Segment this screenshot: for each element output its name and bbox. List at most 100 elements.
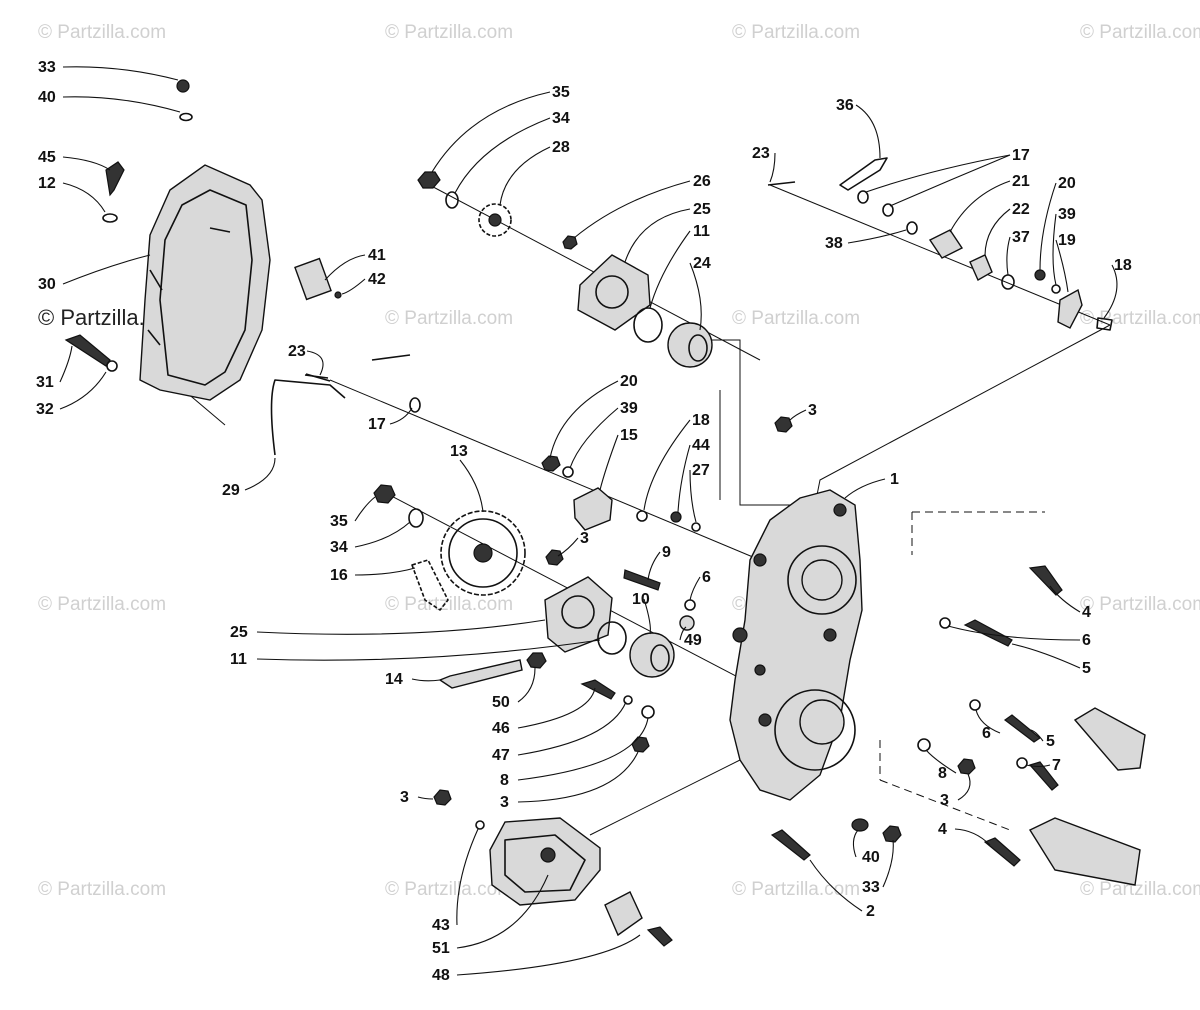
- pin-23a: [305, 373, 331, 382]
- middle-parts: [541, 416, 793, 566]
- washer-6a: [684, 599, 696, 611]
- spring-36: [839, 157, 888, 191]
- nut-20a: [1034, 269, 1046, 281]
- bolt-7: [1028, 761, 1059, 791]
- nut-26: [562, 235, 578, 250]
- callout-label: 8: [938, 765, 947, 782]
- washer-43: [475, 820, 485, 830]
- callout-label: 40: [38, 89, 56, 106]
- callout-label: 44: [692, 437, 710, 454]
- callout-label: 6: [1082, 632, 1091, 649]
- bolt-14: [438, 659, 523, 689]
- callout-label: 35: [330, 513, 348, 530]
- callout-label: 9: [662, 544, 671, 561]
- inspection-plate: [294, 257, 332, 301]
- washer-38: [906, 221, 918, 235]
- washer-34b: [408, 508, 424, 528]
- bracket-15: [573, 487, 613, 531]
- callout-label: 13: [450, 443, 468, 460]
- bolt-2: [770, 829, 811, 861]
- nut-35: [417, 171, 441, 189]
- callout-label: 23: [288, 343, 306, 360]
- watermark: © Partzilla.com: [385, 879, 513, 900]
- bolt-4b: [983, 837, 1021, 867]
- callout-label: 20: [620, 373, 638, 390]
- callout-label: 36: [836, 97, 854, 114]
- screw-42: [334, 291, 342, 299]
- bolt-46: [580, 679, 616, 700]
- washer-8b: [917, 738, 931, 752]
- callout-label: 4: [938, 821, 947, 838]
- watermark: © Partzilla.com: [1080, 22, 1200, 43]
- callout-label: 1: [890, 471, 899, 488]
- watermark: © Partzilla.com: [1080, 879, 1200, 900]
- leader-lines: [59, 66, 1118, 976]
- callout-label: 17: [368, 416, 386, 433]
- sprocket-28: [478, 203, 512, 237]
- bolt-dash-4: [879, 779, 1011, 831]
- nut-3d: [957, 758, 976, 775]
- callout-label: 50: [492, 694, 510, 711]
- callout-label: 33: [38, 59, 56, 76]
- watermark: © Partzilla.com: [38, 879, 166, 900]
- callout-label: 23: [752, 145, 770, 162]
- bearing-flange-25b: [544, 576, 613, 653]
- nut-50: [526, 652, 547, 669]
- callout-label: 3: [940, 792, 949, 809]
- washer-32: [106, 360, 118, 372]
- chaincase-link: [589, 759, 741, 836]
- nut-49: [679, 615, 695, 631]
- callout-label: 15: [620, 427, 638, 444]
- callout-label: 51: [432, 940, 450, 957]
- callout-label: 3: [580, 530, 589, 547]
- nut-33: [176, 79, 190, 93]
- roller-21: [928, 229, 964, 259]
- callout-label: 5: [1046, 733, 1055, 750]
- callout-label: 12: [38, 175, 56, 192]
- watermark: © Partzilla.com: [385, 22, 513, 43]
- chain-16: [411, 559, 449, 611]
- bolt-4a: [1028, 565, 1063, 596]
- bolt-5b: [1003, 714, 1042, 743]
- callout-label: 10: [632, 591, 650, 608]
- washer-17b-1: [857, 190, 869, 204]
- watermark: © Partzilla.com: [38, 22, 166, 43]
- callout-label: 31: [36, 374, 54, 391]
- watermark: © Partzilla.com: [38, 594, 166, 615]
- nut-3a: [774, 416, 793, 433]
- callout-label: 20: [1058, 175, 1076, 192]
- nut-35b: [373, 484, 396, 504]
- washer-6b: [939, 617, 951, 629]
- chaincase-housing: [729, 489, 863, 801]
- watermark-layer: © Partzilla.com © Partzilla.com © Partzi…: [38, 22, 1200, 900]
- callout-label: 6: [702, 569, 711, 586]
- callout-label: 19: [1058, 232, 1076, 249]
- bushing-22: [969, 254, 993, 281]
- watermark: © Partzilla.com: [732, 308, 860, 329]
- washer-6c: [969, 699, 981, 711]
- callout-label: 35: [552, 84, 570, 101]
- washer-47: [623, 695, 633, 705]
- callout-label: 17: [1012, 147, 1030, 164]
- plate-48: [604, 891, 643, 937]
- cable-29: [270, 379, 346, 456]
- watermark: © Partzilla.com: [732, 22, 860, 43]
- o-ring-11: [633, 307, 663, 343]
- watermark: © Partzilla.com: [1080, 308, 1200, 329]
- callout-label: 3: [500, 794, 509, 811]
- washer-40b: [851, 818, 869, 832]
- callout-label: 8: [500, 772, 509, 789]
- tensioner-return-axis: [814, 324, 1111, 506]
- washer-17a: [409, 397, 421, 413]
- washer-34: [445, 191, 459, 209]
- callout-label: 26: [693, 173, 711, 190]
- lower-housing: [475, 817, 673, 947]
- nut-3e: [433, 789, 452, 806]
- nut-44: [670, 511, 682, 523]
- callout-label: 2: [866, 903, 875, 920]
- shaft-lower: [1028, 817, 1141, 886]
- callout-label: 47: [492, 747, 510, 764]
- callout-label: 46: [492, 720, 510, 737]
- callout-label: 41: [368, 247, 386, 264]
- nut-20b: [541, 455, 561, 472]
